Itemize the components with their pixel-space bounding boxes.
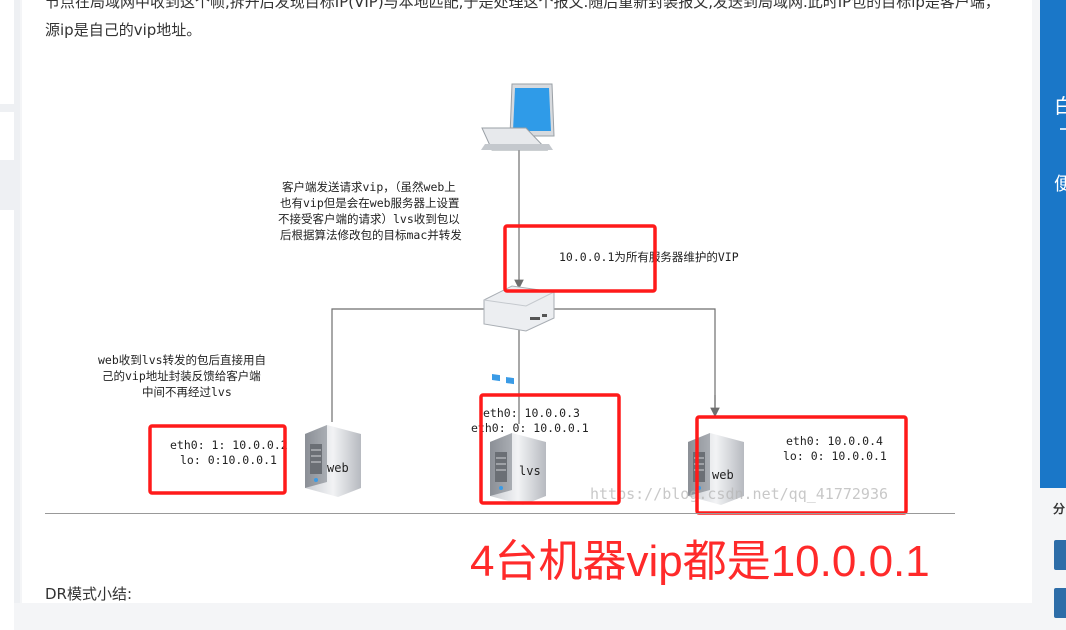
rail-card [0,112,14,160]
web-return-note-line: 己的vip地址封装反馈给客户端 [102,369,261,383]
server-2-lo: eth0: 0: 10.0.0.1 [471,421,589,435]
web-return-note-line: 中间不再经过lvs [142,385,232,399]
banner-text: 便 [1054,174,1066,195]
client-note: 客户端发送请求vip，（虽然web上 也有vip但是会在web服务器上设置 不接… [278,180,462,242]
web-return-note-line: web收到lvs转发的包后直接用自 [98,353,266,367]
rail-card [0,210,14,630]
client-note-line: 后根据算法修改包的目标mac并转发 [280,228,462,242]
left-rail [0,0,20,630]
right-sidebar: 白 便 分 [1040,0,1066,618]
rail-card [0,0,14,104]
intro-paragraph: 节点在局域网中收到这个帧,拆开后发现目标IP(VIP)与本地匹配,于是处理这个报… [45,0,1000,39]
server-label-3: web [712,468,734,482]
watermark: https://blog.csdn.net/qq_41772936 [590,485,888,503]
server-2-highlight-box [479,393,621,505]
server-icon-3 [688,433,744,505]
section-heading: DR模式小结: [45,585,133,603]
client-laptop-icon [481,83,555,151]
vip-highlight-box [503,224,657,293]
server-label-1: web [327,461,349,475]
server-3-lo: lo: 0: 10.0.0.1 [783,449,887,463]
server-icon-2 [490,433,546,505]
banner-text: 白 [1054,94,1066,118]
client-note-line: 不接受客户端的请求）lvs收到包以 [278,212,460,226]
divider [45,513,955,514]
server-1-eth: eth0: 1: 10.0.0.2 [170,438,288,452]
article-body: 节点在局域网中收到这个帧,拆开后发现目标IP(VIP)与本地匹配,于是处理这个报… [22,0,1032,603]
vip-note: 10.0.0.1为所有服务器维护的VIP [559,250,739,264]
banner-underline [1060,128,1066,130]
web-return-note: web收到lvs转发的包后直接用自 己的vip地址封装反馈给客户端 中间不再经过… [98,353,266,399]
lvs-dr-diagram: web lvs web 客户端发送请求vip，（虽然web上 也有vip但是会在… [98,83,908,515]
sidebar-thumbnail[interactable] [1054,588,1066,618]
switch-icon [483,285,555,385]
server-3-eth: eth0: 10.0.0.4 [786,434,883,448]
client-note-line: 也有vip但是会在web服务器上设置 [280,196,460,210]
server-1-highlight-box [148,424,287,495]
client-note-line: 客户端发送请求vip，（虽然web上 [282,180,456,194]
ad-banner[interactable]: 白 便 [1040,0,1066,488]
share-label: 分 [1053,502,1066,516]
server-2-eth: eth0: 10.0.0.3 [483,406,580,420]
server-label-2: lvs [519,464,541,478]
server-icon-1 [305,425,361,497]
overlay-caption: 4台机器vip都是10.0.0.1 [470,537,930,586]
sidebar-thumbnail[interactable] [1054,540,1066,570]
server-1-lo: lo: 0:10.0.0.1 [180,453,277,467]
